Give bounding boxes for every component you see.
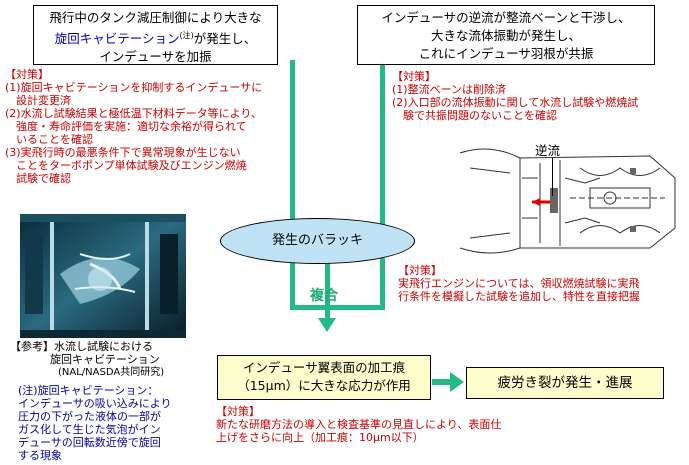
connector-left-lower — [290, 258, 295, 308]
machining-mark-box: インデューサ翼表面の加工痕 （15μm）に大きな応力が作用 — [217, 355, 431, 400]
cause-left-line2-rest: が発生し、 — [193, 31, 257, 47]
machining-mark-line1: インデューサ翼表面の加工痕 — [242, 360, 406, 375]
left-measures-line: (2)水流し試験結果と極低温下材料データ等により、 — [5, 107, 262, 120]
footnote-line: 圧力の下がった液体の一部が — [18, 410, 161, 423]
fatigue-crack-label: 疲労き裂が発生・進展 — [497, 375, 633, 391]
cause-left-line1: 飛行中のタンク減圧制御により大きな — [49, 10, 262, 25]
cause-left-line3: インデューサを加振 — [99, 49, 212, 65]
middle-measures-title: 【対策】 — [398, 264, 442, 277]
footnote-mark: (注) — [179, 31, 194, 40]
photo-caption-line2: 旋回キャビテーション — [50, 353, 160, 366]
left-measures-line: 強度・寿命評価を実施：適切な余裕が得られて — [5, 120, 247, 133]
left-measures-title: 【対策】 — [5, 68, 49, 81]
cause-box-left: 飛行中のタンク減圧制御により大きな 旋回キャビテーション(注)が発生し、 インデ… — [33, 5, 278, 65]
arrow-right-shaft — [432, 379, 452, 385]
left-measures-line: 試験で確認 — [5, 172, 71, 185]
photo-caption-line1: 【参考】水流し試験における — [10, 340, 153, 353]
footnote: (注)旋回キャビテーション： インデューサの吸い込みにより 圧力の下がった液体の… — [18, 384, 208, 462]
right-measures-line: (1)整流ベーンは削除済 — [392, 83, 507, 96]
cavitation-test-photo — [20, 214, 186, 338]
bottom-measures-line: 新たな研磨方法の導入と検査基準の見直しにより、表面仕 — [216, 418, 502, 431]
footnote-line: デューサの回転数近傍で旋回 — [18, 436, 161, 449]
cause-right-line3: これにインデューサ羽根が共振 — [418, 46, 594, 61]
left-measures-line: ことをターボポンプ単体試験及びエンジン燃焼 — [5, 159, 247, 172]
inducer-cross-section-figure — [450, 138, 680, 266]
left-measures-line: (3)実飛行時の最悪条件下で異常現象が生じない — [5, 146, 241, 159]
right-measures: 【対策】 (1)整流ベーンは削除済 (2)入口部の流体振動に関して水流し試験や燃… — [392, 70, 682, 122]
footnote-line: インデューサの吸い込みにより — [18, 397, 172, 410]
connector-left-vertical — [290, 60, 295, 235]
footnote-line: する現象 — [18, 449, 62, 462]
bottom-measures-line: 上げをさらに向上（加工痕：10μm以下） — [216, 431, 424, 444]
left-measures-line: (1)旋回キャビテーションを抑制するインデューサに — [5, 81, 263, 94]
middle-measures: 【対策】 実飛行エンジンについては、領収燃焼試験に実飛 行条件を模擬した試験を追… — [398, 264, 683, 303]
right-measures-title: 【対策】 — [392, 70, 436, 83]
bottom-measures: 【対策】 新たな研磨方法の導入と検査基準の見直しにより、表面仕 上げをさらに向上… — [216, 405, 536, 444]
machining-mark-line2: （15μm）に大きな応力が作用 — [237, 378, 411, 393]
variance-ellipse-label: 発生のバラッキ — [271, 233, 363, 248]
backflow-label: 逆流 — [535, 143, 561, 158]
connector-right-lower — [380, 258, 385, 308]
cause-left-line2-term: 旋回キャビテーション — [54, 31, 180, 47]
cause-right-line1: インデューサの逆流が整流ベーンと干渉し、 — [381, 10, 631, 25]
connector-horizontal — [290, 305, 385, 310]
footnote-line: (注)旋回キャビテーション： — [18, 384, 159, 397]
right-measures-line: (2)入口部の流体振動に関して水流し試験や燃焼試 — [392, 96, 639, 109]
cause-left-line2: 旋回キャビテーション(注)が発生し、 — [34, 27, 277, 48]
left-measures-line: 設計変更済 — [5, 94, 71, 107]
footnote-line: ガス化して生じた気泡がイン — [18, 423, 161, 436]
photo-caption: 【参考】水流し試験における 旋回キャビテーション (NAL/NASDA共同研究) — [10, 340, 210, 379]
arrow-down-icon — [318, 318, 336, 332]
variance-ellipse: 発生のバラッキ — [220, 218, 415, 264]
arrow-right-icon — [450, 372, 464, 392]
middle-measures-line: 実飛行エンジンについては、領収燃焼試験に実飛 — [398, 277, 640, 290]
fatigue-crack-box: 疲労き裂が発生・進展 — [466, 367, 664, 399]
cause-right-line2: 大きな流体振動が発生し、 — [430, 28, 581, 43]
photo-caption-line3: (NAL/NASDA共同研究) — [58, 367, 165, 378]
left-measures: 【対策】 (1)旋回キャビテーションを抑制するインデューサに 設計変更済 (2)… — [5, 68, 287, 185]
middle-measures-line: 行条件を模擬した試験を追加し、特性を直接把握 — [398, 290, 640, 303]
connector-center-vertical — [325, 258, 330, 320]
right-measures-line: 験で共振問題のないことを確認 — [392, 109, 557, 122]
cause-box-right: インデューサの逆流が整流ベーンと干渉し、 大きな流体振動が発生し、 これにインデ… — [357, 5, 655, 65]
connector-right-vertical — [380, 60, 385, 235]
bottom-measures-title: 【対策】 — [216, 405, 260, 418]
backflow-leader-line — [552, 158, 553, 196]
combine-label: 複合 — [310, 288, 338, 304]
left-measures-line: いることを確認 — [5, 133, 93, 146]
